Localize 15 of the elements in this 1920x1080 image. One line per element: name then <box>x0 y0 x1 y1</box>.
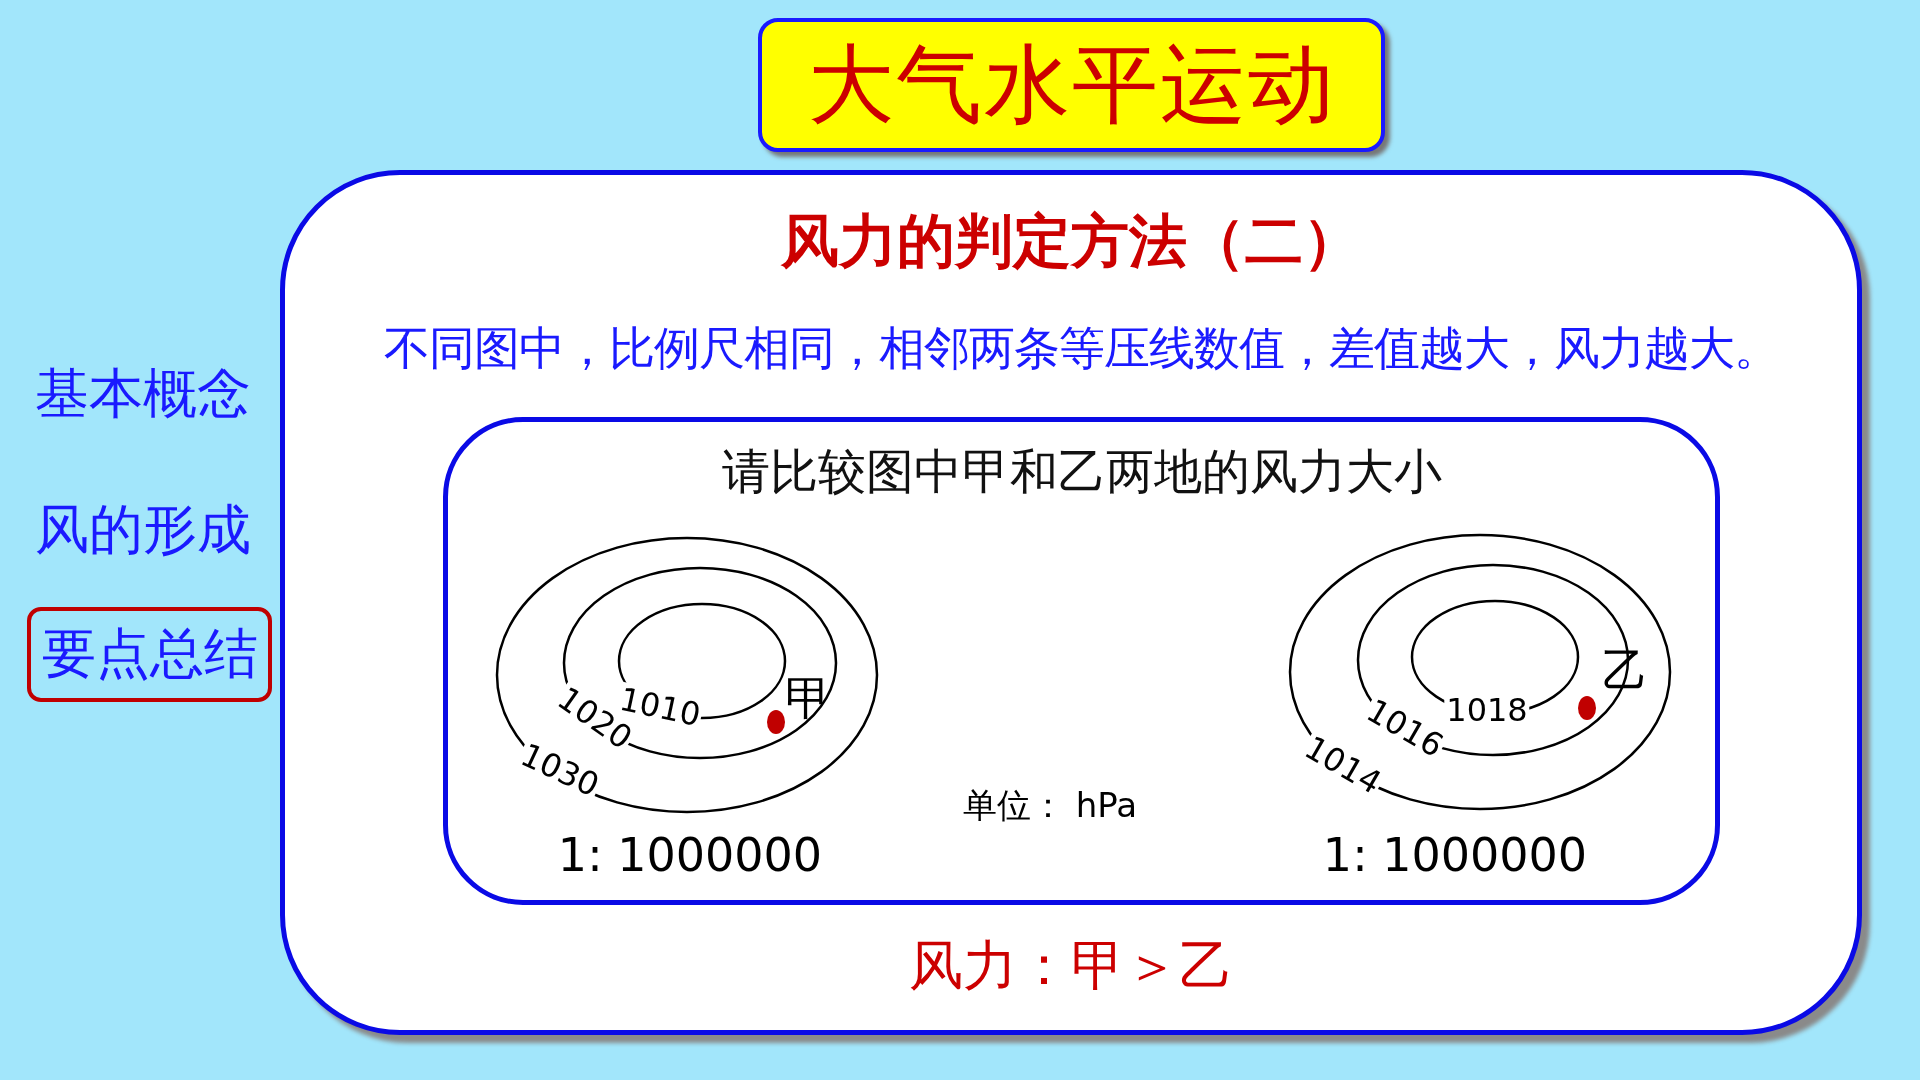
title: 大气水平运动 <box>807 32 1336 136</box>
menu-item: 基本概念 <box>35 361 251 427</box>
question-text: 请比较图中甲和乙两地的风力大小 <box>720 442 1443 501</box>
answer-text: 风力：甲＞乙 <box>908 933 1234 999</box>
section-heading: 风力的判定方法（二） <box>780 206 1362 277</box>
content-panel <box>280 170 1862 1035</box>
menu-item: 要点总结 <box>41 621 258 687</box>
question-panel <box>443 417 1720 905</box>
map-scale: 1: 1000000 <box>557 832 823 878</box>
map-scale: 1: 1000000 <box>1322 832 1588 878</box>
unit-note: 单位： hPa <box>962 788 1138 822</box>
menu-item: 风的形成 <box>35 497 251 563</box>
place-name: 甲 <box>785 675 831 721</box>
menu-item-highlighted <box>27 607 272 702</box>
rule-statement: 不同图中，比例尺相同，相邻两条等压线数值，差值越大，风力越大。 <box>382 320 1780 377</box>
